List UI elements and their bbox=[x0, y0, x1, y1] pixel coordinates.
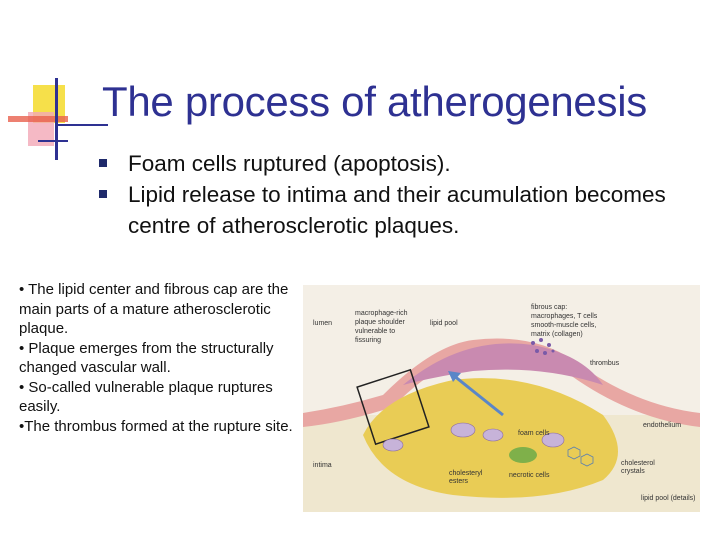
side-note: •The thrombus formed at the rupture site… bbox=[19, 417, 293, 435]
bullet-text: Lipid release to intima and their acumul… bbox=[128, 182, 666, 238]
label-thrombus: thrombus bbox=[590, 360, 620, 367]
label-necrotic-cells: necrotic cells bbox=[509, 472, 550, 479]
label-shoulder-2: plaque shoulder bbox=[355, 319, 405, 326]
label-cholesterol-crystals-1: cholesterol bbox=[621, 460, 655, 467]
bullet-text: Foam cells ruptured (apoptosis). bbox=[128, 151, 451, 176]
side-notes: • The lipid center and fibrous cap are t… bbox=[19, 280, 299, 436]
label-intima: intima bbox=[313, 462, 332, 469]
label-fibrous-cap-2: macrophages, T cells bbox=[531, 313, 598, 320]
label-lipid-pool: lipid pool bbox=[430, 320, 458, 327]
side-note: • The lipid center and fibrous cap are t… bbox=[19, 281, 289, 337]
label-fibrous-cap-4: matrix (collagen) bbox=[531, 331, 583, 338]
label-cholesteryl-esters-2: esters bbox=[449, 478, 469, 485]
label-lipid-pool-details: lipid pool (details) bbox=[641, 495, 695, 502]
label-endothelium: endothelium bbox=[643, 422, 681, 429]
bullet-item: Lipid release to intima and their acumul… bbox=[98, 179, 698, 241]
square-bullet-icon bbox=[99, 190, 107, 198]
slide-decoration bbox=[8, 78, 108, 160]
label-fibrous-cap-3: smooth-muscle cells, bbox=[531, 322, 596, 329]
bullet-list: Foam cells ruptured (apoptosis). Lipid r… bbox=[98, 148, 698, 241]
bullet-item: Foam cells ruptured (apoptosis). bbox=[98, 148, 698, 179]
side-note: • Plaque emerges from the structurally c… bbox=[19, 339, 274, 377]
atherosclerotic-plaque-diagram: lumen macrophage-rich plaque shoulder vu… bbox=[303, 285, 700, 512]
slide-title: The process of atherogenesis bbox=[102, 78, 647, 125]
label-shoulder-3: vulnerable to bbox=[355, 328, 395, 335]
label-shoulder-1: macrophage-rich bbox=[355, 310, 408, 317]
label-foam-cells: foam cells bbox=[518, 430, 550, 437]
label-lumen: lumen bbox=[313, 320, 332, 327]
side-note: • So-called vulnerable plaque ruptures e… bbox=[19, 378, 273, 416]
label-shoulder-4: fissuring bbox=[355, 337, 381, 344]
square-bullet-icon bbox=[99, 159, 107, 167]
label-cholesteryl-esters-1: cholesteryl bbox=[449, 470, 483, 477]
label-cholesterol-crystals-2: crystals bbox=[621, 468, 645, 475]
label-fibrous-cap-1: fibrous cap: bbox=[531, 304, 567, 311]
